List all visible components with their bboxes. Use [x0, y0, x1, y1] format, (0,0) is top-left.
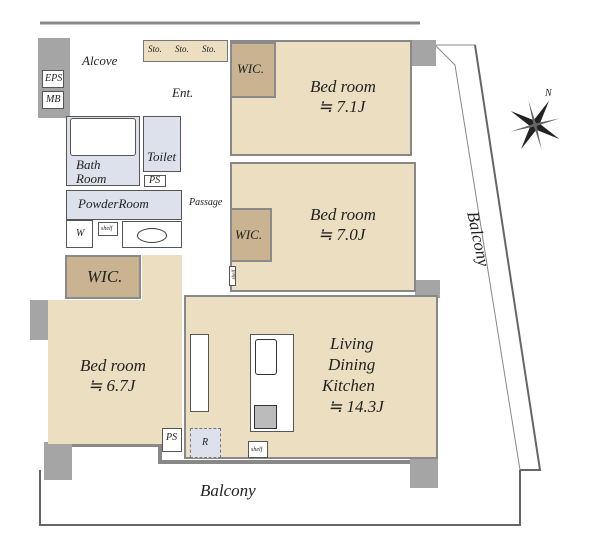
bedroom-3 [48, 300, 182, 444]
ps-label: PS [149, 175, 161, 186]
storage-row [143, 40, 228, 62]
wic-label: WIC. [237, 61, 265, 76]
wic-left: WIC. [65, 255, 141, 299]
bathtub [70, 118, 136, 156]
bedroom-2-name: Bed room [310, 205, 376, 224]
mb-label: MB [46, 94, 61, 105]
powder-room-label: PowderRoom [78, 196, 149, 211]
ldk-size: ≒ 14.3J [328, 397, 384, 416]
wic-top: WIC. [230, 42, 276, 98]
toilet-room [143, 116, 181, 172]
shelf-box-2: shelf [248, 441, 268, 458]
mb-box: MB [42, 91, 64, 109]
washer-space: W [66, 220, 93, 248]
ps-box: PS [144, 175, 166, 187]
entrance-label: Ent. [172, 85, 194, 100]
sink-icon [255, 339, 277, 375]
shelf-small: shelf [229, 266, 238, 286]
ldk [184, 295, 438, 459]
alcove-label: Alcove [82, 53, 118, 68]
refrigerator-space: R [190, 428, 221, 458]
toilet-label: Toilet [147, 149, 177, 164]
fridge-label: R [202, 437, 209, 448]
eps-label: EPS [45, 73, 63, 84]
wic-mid: WIC. [230, 208, 272, 262]
washer-label: W [76, 228, 85, 239]
shelf-label: shelf [101, 226, 113, 232]
ps-label: PS [166, 432, 178, 443]
eps-box: EPS [42, 70, 64, 88]
bedroom-3-name: Bed room [80, 356, 146, 375]
wic-label: WIC. [235, 227, 263, 242]
passage-label: Passage [189, 197, 223, 208]
bedroom-2-size: ≒ 7.0J [318, 225, 366, 244]
ps-box-2: PS [162, 428, 182, 452]
sto-label: Sto. [202, 44, 216, 54]
north-label: N [545, 88, 552, 99]
wic-label: WIC. [87, 267, 123, 286]
vanity [122, 221, 182, 248]
compass-icon: N [505, 88, 565, 155]
shelf-label: shelf [251, 447, 263, 453]
balcony-bottom-label: Balcony [200, 481, 256, 500]
pillar [412, 40, 436, 66]
sto-label: Sto. [175, 44, 189, 54]
kitchen-counter [250, 334, 294, 432]
ldk-label-dining: Dining [328, 355, 376, 374]
bedroom-1-name: Bed room [310, 77, 376, 96]
stove-icon [254, 405, 277, 429]
bath-label: Bath Room [76, 157, 107, 186]
shelf-box: shelf [98, 222, 118, 236]
ldk-label-living: Living [330, 334, 374, 353]
shelf-label: shelf [232, 269, 238, 280]
bedroom-3-nook [142, 255, 182, 305]
bedroom-1-size: ≒ 7.1J [318, 97, 366, 116]
cabinet [190, 334, 209, 412]
bedroom-3-size: ≒ 6.7J [88, 376, 136, 395]
ldk-label-kitchen: Kitchen [322, 376, 375, 395]
sto-label: Sto. [148, 44, 162, 54]
sink-icon [137, 228, 167, 243]
powder-room [66, 190, 182, 220]
